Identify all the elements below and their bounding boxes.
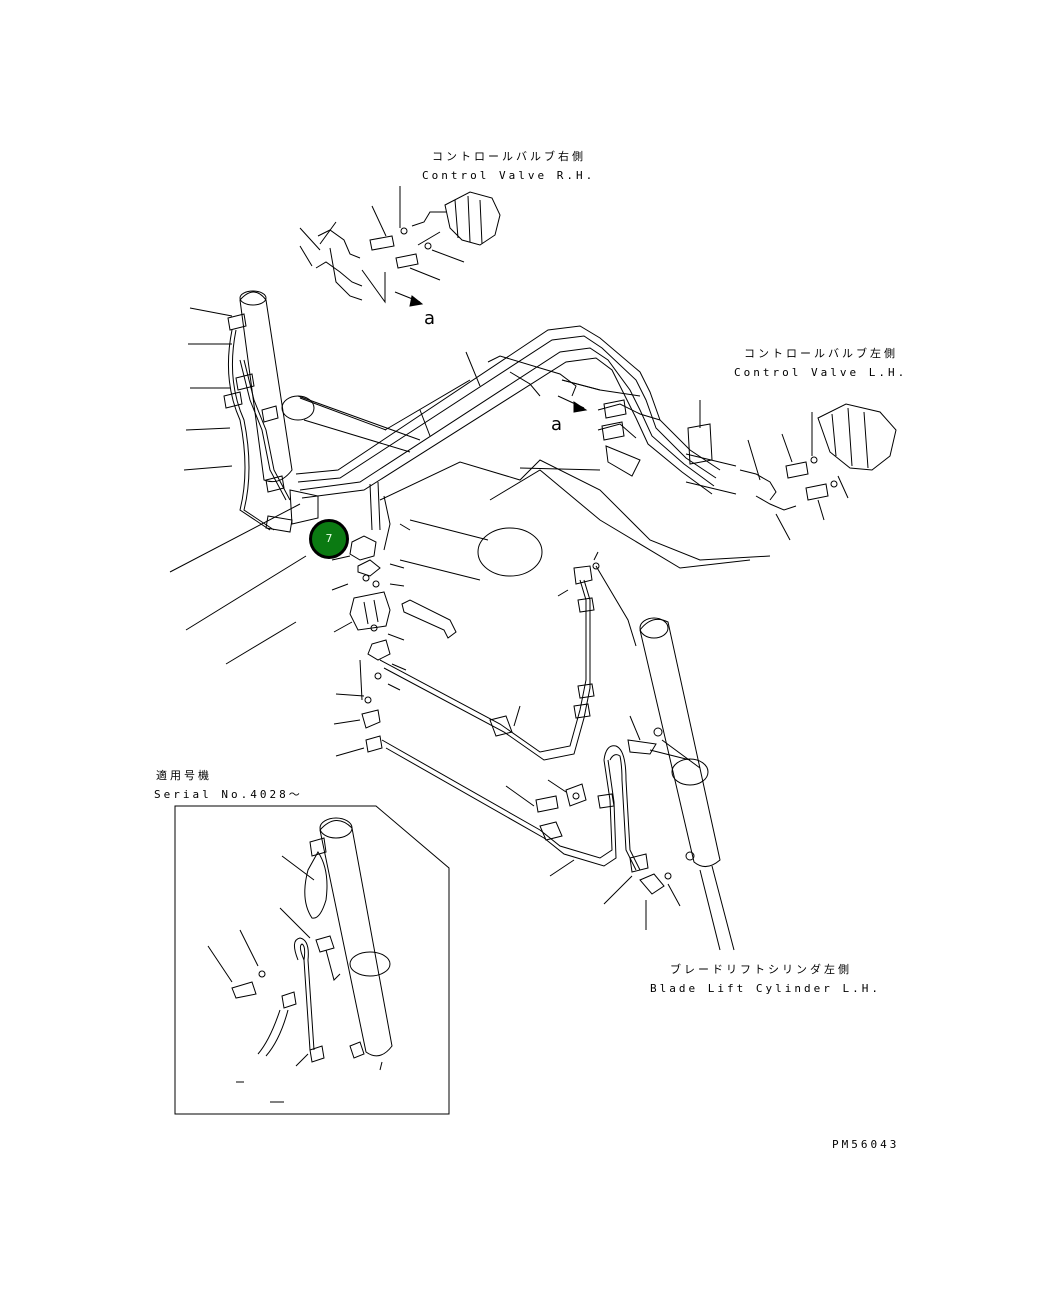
blade-lift-cylinder-en-label: Blade Lift Cylinder L.H. — [650, 982, 881, 995]
reference-a-top: a — [424, 308, 436, 329]
blade-lift-cylinder-lh — [627, 617, 735, 951]
inset-detail — [174, 805, 450, 1115]
callout-marker[interactable]: 7 — [309, 519, 349, 559]
control-valve-lh-jp-label: コントロールバルブ左側 — [744, 347, 898, 360]
reference-a-middle: a — [551, 414, 563, 435]
lower-hoses — [379, 551, 649, 905]
control-valve-rh-en-label: Control Valve R.H. — [422, 169, 596, 182]
control-valve-lh — [739, 403, 897, 541]
blade-lift-cylinder-rh — [169, 290, 421, 665]
control-valve-rh-jp-label: コントロールバルブ右側 — [432, 150, 586, 163]
control-valve-lh-en-label: Control Valve L.H. — [734, 366, 908, 379]
frame-outline — [299, 379, 771, 581]
blade-lift-cylinder-jp-label: ブレードリフトシリンダ左側 — [670, 963, 852, 976]
drawing-id: PM56043 — [832, 1138, 900, 1151]
valve-block-stack — [331, 523, 457, 757]
main-pipe-run — [295, 325, 737, 531]
serial-jp-label: 適用号機 — [156, 769, 212, 782]
serial-number-label: Serial No.4028～ — [154, 788, 303, 801]
control-valve-rh — [299, 186, 501, 307]
